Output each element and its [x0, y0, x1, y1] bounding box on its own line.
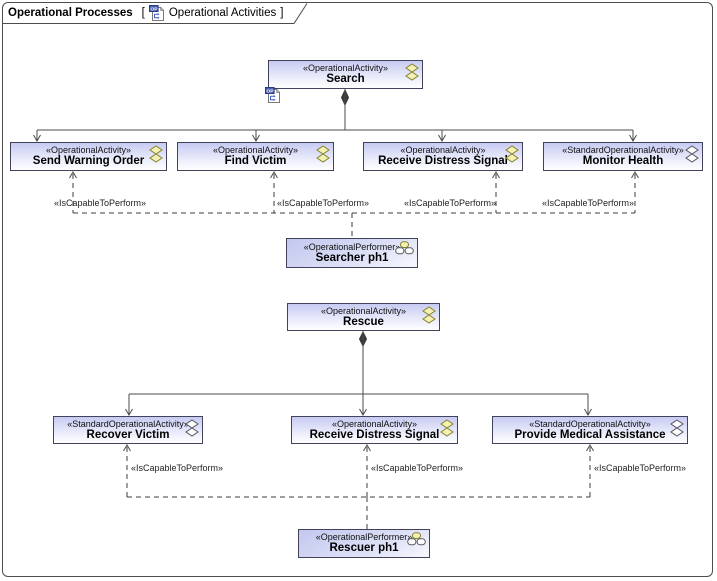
operational-activity-icon	[440, 419, 454, 437]
iscapabletoperform-edges-rescuer[interactable]	[123, 444, 594, 529]
operational-activity-icon	[405, 63, 419, 81]
diagram-name: Operational Activities	[168, 7, 277, 19]
operational-activity-icon	[149, 145, 163, 163]
node-stereotype: «OperationalActivity»	[212, 145, 299, 155]
frame-tab-outline	[2, 3, 308, 24]
node-stereotype: «OperationalActivity»	[302, 63, 389, 73]
standard-operational-activity-icon	[670, 419, 684, 437]
standard-operational-activity-icon	[685, 145, 699, 163]
bracket-open-icon: [	[141, 7, 145, 19]
operational-performer-icon	[407, 532, 426, 546]
node-stereotype: «OperationalActivity»	[45, 145, 132, 155]
diagram-title: Operational Processes	[8, 7, 133, 19]
node-name: Monitor Health	[582, 155, 664, 167]
edge-label-iscapabletoperform[interactable]: «IsCapableToPerform»	[542, 198, 635, 208]
edge-label-iscapabletoperform[interactable]: «IsCapableToPerform»	[54, 198, 147, 208]
node-receive-distress-signal-1[interactable]: «OperationalActivity» Receive Distress S…	[363, 142, 523, 171]
node-stereotype: «StandardOperationalActivity»	[67, 418, 189, 429]
composition-edge-search[interactable]	[33, 88, 637, 142]
node-name: Rescuer ph1	[329, 542, 399, 554]
node-provide-medical-assistance[interactable]: «StandardOperationalActivity» Provide Me…	[492, 416, 688, 444]
node-monitor-health[interactable]: «StandardOperationalActivity» Monitor He…	[543, 142, 703, 171]
node-rescue[interactable]: «OperationalActivity» Rescue	[287, 303, 440, 331]
node-stereotype: «StandardOperationalActivity»	[562, 145, 684, 155]
node-receive-distress-signal-2[interactable]: «OperationalActivity» Receive Distress S…	[291, 416, 458, 444]
node-recover-victim[interactable]: «StandardOperationalActivity» Recover Vi…	[53, 416, 203, 444]
svg-text:OP: OP	[266, 88, 274, 94]
iscapabletoperform-edges-searcher[interactable]	[69, 171, 639, 238]
node-search[interactable]: «OperationalActivity» Search	[268, 60, 423, 89]
node-name: Send Warning Order	[32, 155, 145, 167]
operational-activity-icon	[316, 145, 330, 163]
node-stereotype: «StandardOperationalActivity»	[529, 418, 651, 429]
node-name: Recover Victim	[86, 428, 170, 441]
standard-operational-activity-icon	[185, 419, 199, 437]
bracket-close-icon: ]	[280, 7, 284, 19]
subdiagram-icon[interactable]: OP	[265, 87, 282, 104]
node-name: Receive Distress Signal	[378, 155, 508, 167]
node-stereotype: «OperationalActivity»	[320, 305, 407, 316]
node-name: Searcher ph1	[315, 251, 389, 264]
node-searcher-ph1[interactable]: «OperationalPerformer» Searcher ph1	[286, 238, 418, 268]
edge-label-iscapabletoperform[interactable]: «IsCapableToPerform»	[594, 463, 687, 473]
node-stereotype: «OperationalActivity»	[331, 418, 418, 429]
node-stereotype: «OperationalPerformer»	[315, 532, 413, 542]
operational-activity-icon	[505, 145, 519, 163]
node-rescuer-ph1[interactable]: «OperationalPerformer» Rescuer ph1	[298, 529, 430, 558]
edge-label-iscapabletoperform[interactable]: «IsCapableToPerform»	[371, 463, 464, 473]
node-find-victim[interactable]: «OperationalActivity» Find Victim	[177, 142, 334, 171]
operational-processes-diagram-icon: OP	[148, 4, 166, 22]
operational-activity-icon	[422, 306, 436, 324]
operational-performer-icon	[395, 241, 414, 255]
node-stereotype: «OperationalPerformer»	[303, 241, 401, 252]
node-name: Find Victim	[224, 155, 287, 167]
node-name: Receive Distress Signal	[309, 428, 440, 441]
edge-label-iscapabletoperform[interactable]: «IsCapableToPerform»	[404, 198, 497, 208]
svg-text:OP: OP	[150, 6, 158, 12]
composition-edge-rescue[interactable]	[125, 330, 592, 416]
diagram-frame-tab[interactable]: Operational Processes [ OP Operational Ac…	[8, 4, 284, 22]
node-name: Search	[326, 73, 365, 85]
node-name: Rescue	[343, 315, 384, 328]
node-name: Provide Medical Assistance	[514, 428, 666, 441]
node-send-warning-order[interactable]: «OperationalActivity» Send Warning Order	[10, 142, 167, 171]
node-stereotype: «OperationalActivity»	[400, 145, 486, 155]
edge-label-iscapabletoperform[interactable]: «IsCapableToPerform»	[277, 198, 370, 208]
edge-label-iscapabletoperform[interactable]: «IsCapableToPerform»	[131, 463, 224, 473]
